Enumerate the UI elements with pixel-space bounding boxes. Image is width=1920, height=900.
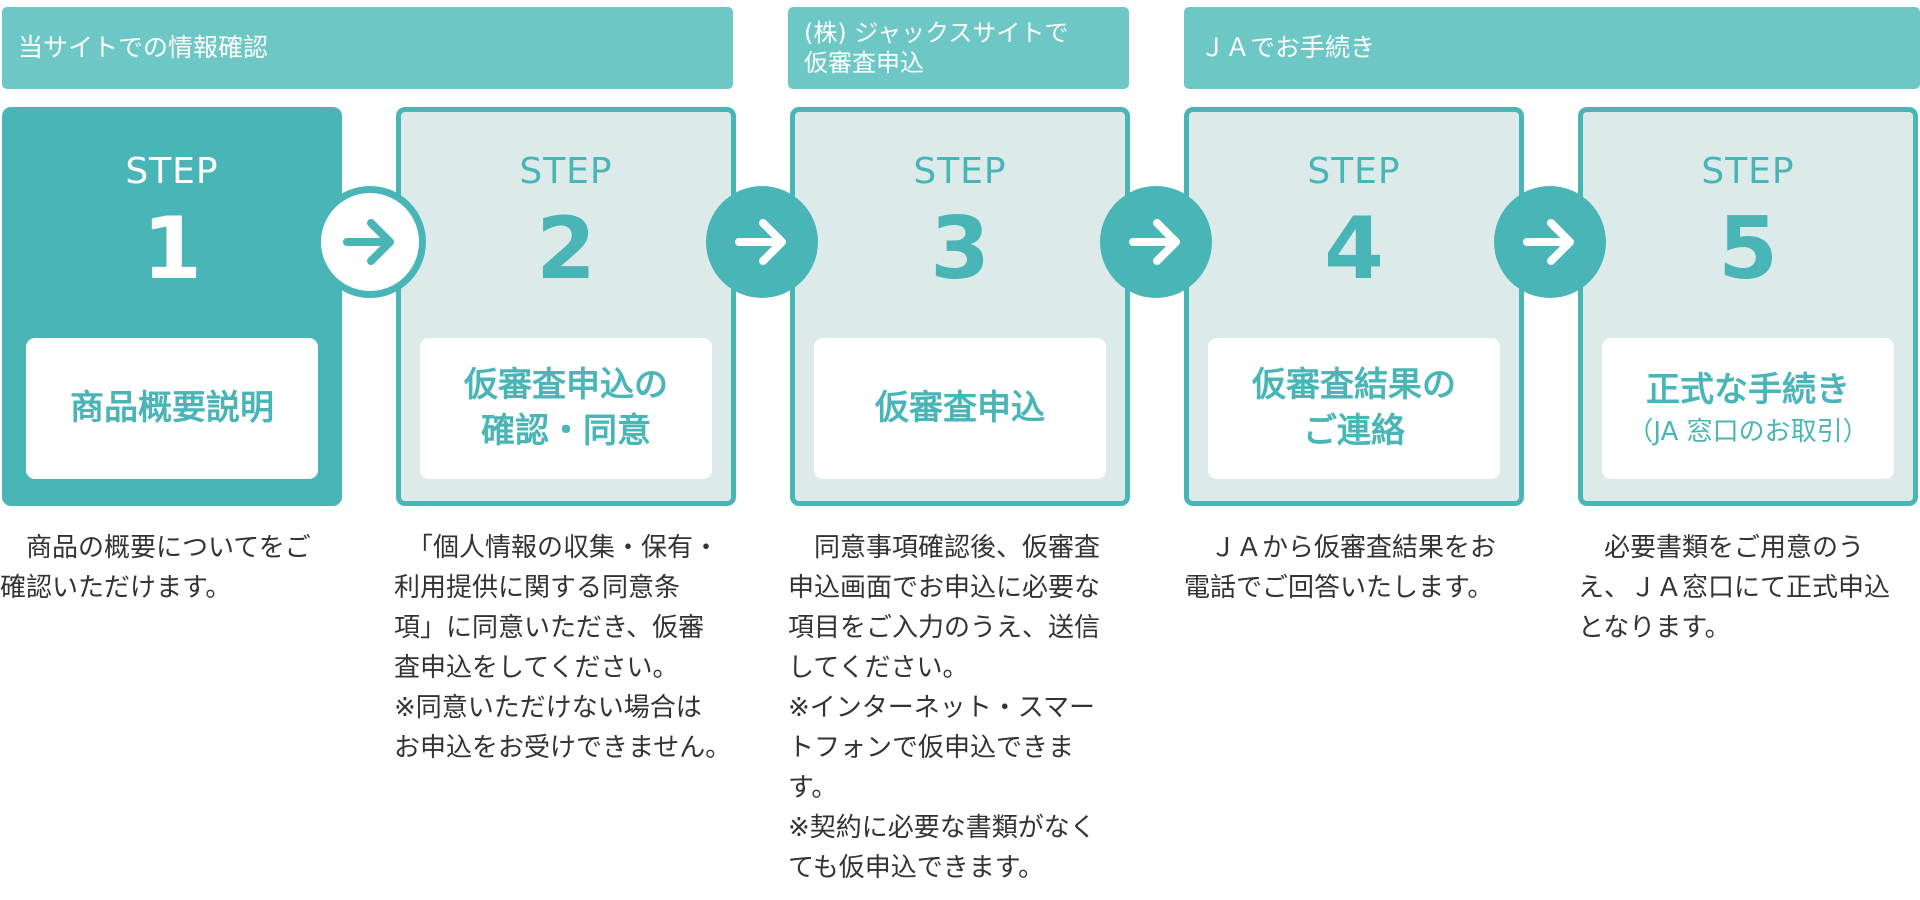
description-line: トフォンで仮申込できま <box>788 733 1075 763</box>
step-number: 2 <box>536 199 596 299</box>
step-title-box: 正式な手続き （JA 窓口のお取引） <box>1602 338 1894 479</box>
description-line: ＪＡから仮審査結果をお <box>1184 533 1497 563</box>
arrow-right-icon-svg <box>1129 219 1180 265</box>
phase-label: ＪＡでお手続き <box>1200 32 1376 62</box>
step-label: STEP <box>1307 151 1401 192</box>
phase-header-jaccs-application: (株) ジャックスサイトで 仮審査申込 <box>788 7 1129 89</box>
step-card-5: STEP 5 正式な手続き （JA 窓口のお取引） <box>1578 107 1918 506</box>
description-line: ※同意いただけない場合は <box>394 693 702 723</box>
description-line: 商品の概要についてをご <box>0 533 311 563</box>
arrow-right-icon <box>1494 186 1606 298</box>
step-title-box: 仮審査結果の ご連絡 <box>1208 338 1500 479</box>
step-title-box: 仮審査申込の 確認・同意 <box>420 338 712 479</box>
step-subtitle: （JA 窓口のお取引） <box>1627 416 1869 447</box>
description-line: ※インターネット・スマー <box>788 693 1096 723</box>
step-card-1: STEP 1 商品概要説明 <box>2 107 342 506</box>
arrow-right-icon <box>706 186 818 298</box>
step-card-3: STEP 3 仮審査申込 <box>790 107 1130 506</box>
step-title: 仮審査申込 <box>875 387 1045 428</box>
step-title-line-1: 仮審査結果の <box>1252 364 1456 405</box>
step-number: 3 <box>930 199 990 299</box>
step-card-2: STEP 2 仮審査申込の 確認・同意 <box>396 107 736 506</box>
description-line: 必要書類をご用意のう <box>1578 533 1865 563</box>
description-line: 確認いただけます。 <box>0 573 232 603</box>
description-line: す。 <box>788 773 838 803</box>
description-line: ても仮申込できます。 <box>788 853 1045 883</box>
description-line: 項」に同意いただき、仮審 <box>394 613 705 643</box>
step-label: STEP <box>519 151 613 192</box>
step-2-description: 「個人情報の収集・保有・ 利用提供に関する同意条 項」に同意いただき、仮審 査申… <box>394 528 746 768</box>
arrow-right-icon-svg <box>1523 219 1574 265</box>
step-number: 5 <box>1718 199 1778 299</box>
description-line: 電話でご回答いたします。 <box>1184 573 1494 603</box>
description-line: となります。 <box>1578 613 1731 643</box>
description-line: 同意事項確認後、仮審査 <box>788 533 1101 563</box>
step-title-line-2: 確認・同意 <box>481 410 651 451</box>
step-4-description: ＪＡから仮審査結果をお 電話でご回答いたします。 <box>1184 528 1536 608</box>
description-line: 利用提供に関する同意条 <box>394 573 681 603</box>
arrow-right-icon-svg <box>735 219 786 265</box>
step-1-description: 商品の概要についてをご 確認いただけます。 <box>0 528 352 608</box>
step-number: 1 <box>142 199 202 299</box>
step-title-line-2: ご連絡 <box>1303 410 1405 451</box>
step-label: STEP <box>125 151 219 192</box>
step-label: STEP <box>913 151 1007 192</box>
step-card-4: STEP 4 仮審査結果の ご連絡 <box>1184 107 1524 506</box>
phase-header-site-check: 当サイトでの情報確認 <box>2 7 733 89</box>
description-line: 項目をご入力のうえ、送信 <box>788 613 1101 643</box>
step-5-description: 必要書類をご用意のう え、ＪＡ窓口にて正式申込 となります。 <box>1578 528 1918 648</box>
step-3-description: 同意事項確認後、仮審査 申込画面でお申込に必要な 項目をご入力のうえ、送信 して… <box>788 528 1140 888</box>
description-line: 「個人情報の収集・保有・ <box>394 533 720 563</box>
description-line: 申込画面でお申込に必要な <box>788 573 1101 603</box>
arrow-right-icon <box>1100 186 1212 298</box>
step-title-box: 仮審査申込 <box>814 338 1106 479</box>
step-title: 商品概要説明 <box>70 387 274 428</box>
description-line: え、ＪＡ窓口にて正式申込 <box>1578 573 1891 603</box>
phase-label-line-1: (株) ジャックスサイトで <box>804 19 1069 47</box>
description-line: してください。 <box>788 653 969 683</box>
step-title-box: 商品概要説明 <box>26 338 318 479</box>
phase-label: 当サイトでの情報確認 <box>18 32 269 62</box>
arrow-right-icon <box>314 186 426 298</box>
step-title: 正式な手続き <box>1646 369 1850 410</box>
description-line: 査申込をしてください。 <box>394 653 679 683</box>
step-number: 4 <box>1324 199 1384 299</box>
arrow-right-icon-svg <box>343 219 394 265</box>
phase-label-line-2: 仮審査申込 <box>804 49 924 77</box>
phase-header-ja-procedure: ＪＡでお手続き <box>1184 7 1920 89</box>
description-line: お申込をお受けできません。 <box>394 733 732 763</box>
description-line: ※契約に必要な書類がなく <box>788 813 1096 843</box>
step-title-line-1: 仮審査申込の <box>464 364 668 405</box>
step-label: STEP <box>1701 151 1795 192</box>
